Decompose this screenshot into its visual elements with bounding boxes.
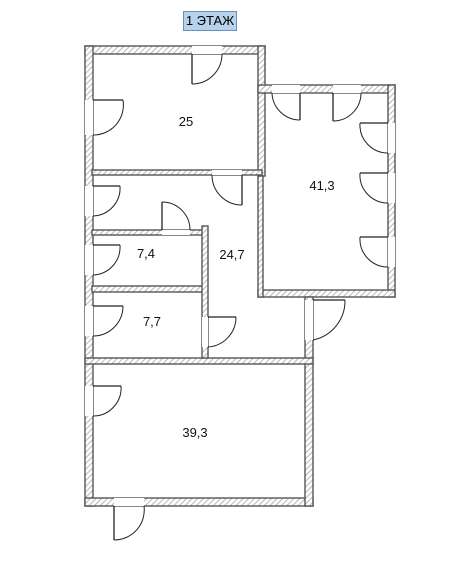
door-opening bbox=[212, 170, 242, 175]
wall-segment bbox=[91, 169, 263, 176]
walls bbox=[84, 45, 396, 507]
door-swing bbox=[92, 244, 121, 276]
door-opening bbox=[388, 123, 395, 153]
wall-segment bbox=[257, 45, 266, 177]
door-swing bbox=[211, 174, 243, 206]
door-opening bbox=[202, 317, 208, 347]
wall-segment bbox=[257, 175, 264, 298]
room-7-7-label: 7,7 bbox=[143, 314, 161, 329]
wall-segment bbox=[304, 296, 314, 507]
door-opening bbox=[114, 498, 144, 506]
door-opening bbox=[85, 306, 93, 336]
wall-segment bbox=[91, 285, 208, 293]
room-7-4-label: 7,4 bbox=[137, 246, 155, 261]
door-swing bbox=[359, 172, 389, 204]
floor-title: 1 ЭТАЖ bbox=[183, 11, 237, 31]
door-swing bbox=[113, 505, 145, 541]
door-swing bbox=[359, 236, 389, 268]
room-24-7-label: 24,7 bbox=[219, 247, 244, 262]
doors bbox=[92, 53, 389, 541]
door-opening bbox=[272, 85, 300, 93]
door-swing bbox=[92, 185, 121, 217]
door-swing bbox=[191, 53, 223, 85]
door-opening bbox=[85, 245, 93, 275]
door-swing bbox=[312, 299, 346, 341]
door-swing bbox=[92, 385, 122, 417]
door-opening bbox=[85, 386, 93, 416]
wall-segment bbox=[84, 357, 314, 365]
door-swing bbox=[271, 92, 301, 121]
wall-segment bbox=[201, 225, 209, 359]
door-swing bbox=[92, 305, 124, 337]
door-swing bbox=[92, 99, 124, 136]
door-opening bbox=[192, 46, 222, 54]
door-swing bbox=[161, 201, 191, 231]
door-opening bbox=[388, 173, 395, 203]
door-opening bbox=[333, 85, 361, 93]
wall-segment bbox=[257, 289, 396, 298]
room-25-label: 25 bbox=[179, 114, 193, 129]
room-39-3-label: 39,3 bbox=[182, 425, 207, 440]
wall-segment bbox=[84, 45, 266, 55]
door-opening bbox=[162, 230, 190, 235]
room-41-3-label: 41,3 bbox=[309, 178, 334, 193]
door-swing bbox=[332, 92, 362, 122]
door-opening bbox=[388, 237, 395, 267]
door-opening bbox=[85, 100, 93, 135]
door-opening bbox=[305, 300, 313, 340]
door-swing bbox=[207, 316, 237, 348]
door-opening bbox=[85, 186, 93, 216]
door-swing bbox=[359, 122, 389, 154]
